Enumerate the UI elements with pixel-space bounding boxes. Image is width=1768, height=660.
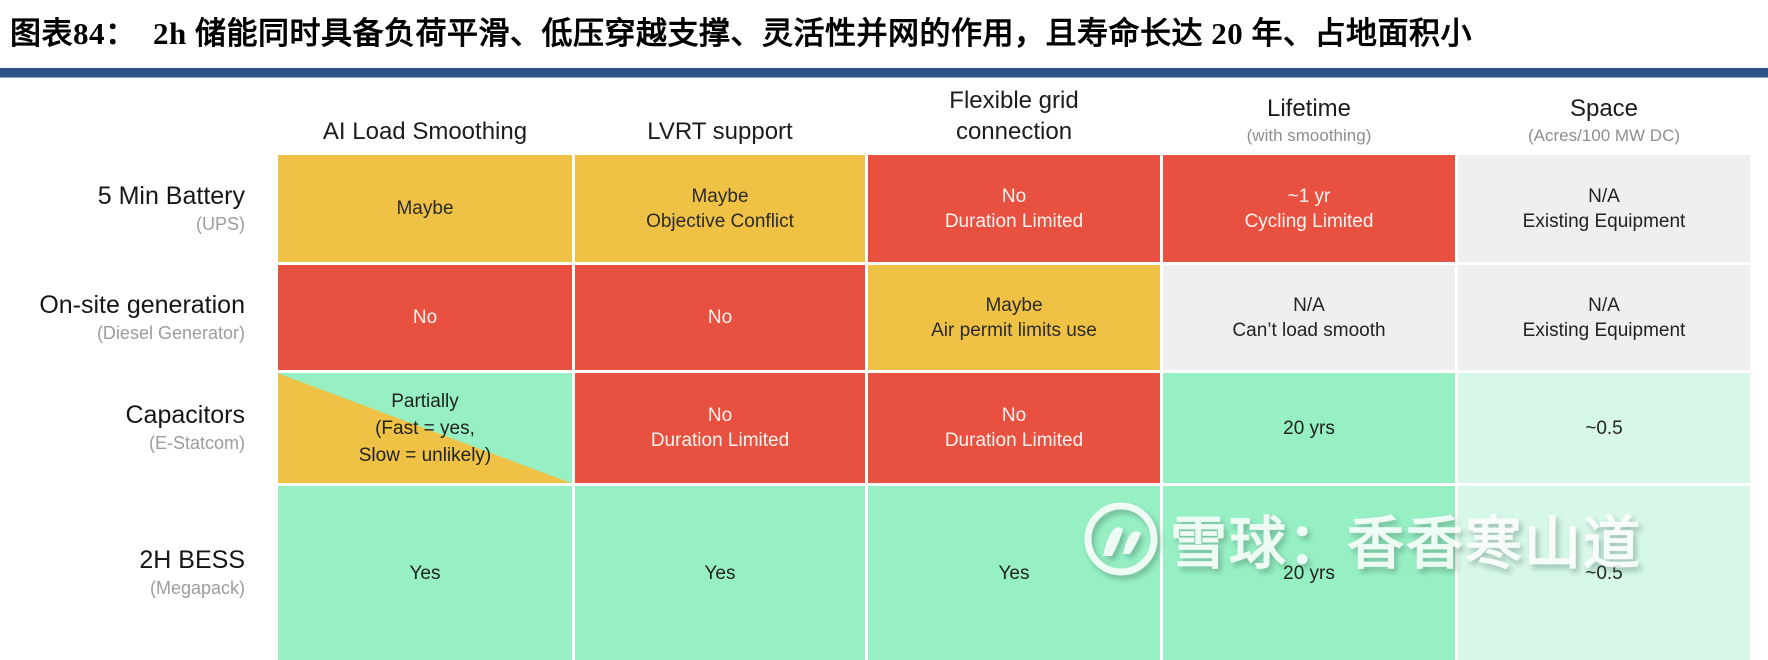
cell-text: 20 yrs: [1283, 417, 1335, 439]
column-header-label: connection: [955, 118, 1073, 145]
table-cell: N/A Can’t load smooth: [1163, 265, 1455, 370]
column-header: AI Load Smoothing: [278, 85, 572, 152]
cell-text: Duration Limited: [650, 430, 790, 451]
cell-text: N/A: [1588, 294, 1620, 316]
cell-text: Duration Limited: [944, 430, 1084, 451]
table-cell: 20 yrs: [1163, 486, 1455, 660]
cell-text: Existing Equipment: [1522, 319, 1686, 341]
cell-text: No: [412, 307, 438, 328]
cell-text: (Fast = yes,: [375, 417, 475, 439]
cell-text: Existing Equipment: [1522, 210, 1686, 232]
column-header: Lifetime (with smoothing): [1163, 85, 1455, 152]
column-header-label: Flexible grid: [949, 87, 1079, 114]
cell-text: N/A: [1293, 294, 1325, 316]
cell-text: Cycling Limited: [1244, 210, 1374, 232]
cell-text: No: [1001, 405, 1027, 426]
column-header: LVRT support: [575, 85, 865, 152]
cell-text: Yes: [409, 562, 441, 584]
row-header: On-site generation (Diesel Generator): [0, 265, 275, 370]
table-cell: Yes: [575, 486, 865, 660]
column-header: Flexible grid connection: [868, 85, 1160, 152]
table-cell: N/A Existing Equipment: [1458, 155, 1750, 262]
table-cell: 20 yrs: [1163, 373, 1455, 483]
table-cell: No: [575, 265, 865, 370]
cell-text: Maybe: [396, 198, 454, 219]
cell-text: Objective Conflict: [646, 210, 794, 232]
row-header-label: 2H BESS: [139, 546, 245, 574]
column-header-subtitle: (with smoothing): [1246, 126, 1372, 145]
column-header-label: Lifetime: [1266, 95, 1352, 122]
cell-text: Partially: [391, 390, 459, 412]
row-header-subtitle: (Megapack): [149, 578, 245, 598]
row-header: 5 Min Battery (UPS): [0, 155, 275, 262]
corner-cell: [0, 85, 275, 152]
column-header-label: AI Load Smoothing: [322, 118, 528, 145]
column-header-subtitle: (Acres/100 MW DC): [1527, 126, 1681, 145]
cell-text: No: [707, 405, 733, 426]
column-header: Space (Acres/100 MW DC): [1458, 85, 1750, 152]
table-cell: ~1 yr Cycling Limited: [1163, 155, 1455, 262]
table-cell: No: [278, 265, 572, 370]
cell-text: N/A: [1588, 185, 1620, 207]
row-header-label: Capacitors: [125, 401, 246, 429]
cell-text: Duration Limited: [944, 210, 1084, 232]
table-cell: ~0.5: [1458, 373, 1750, 483]
row-header-subtitle: (E-Statcom): [148, 433, 245, 453]
comparison-table: AI Load Smoothing LVRT support Flexible gr…: [0, 85, 1750, 660]
cell-text: 20 yrs: [1283, 562, 1335, 584]
row-header-label: 5 Min Battery: [97, 181, 245, 210]
cell-text: Maybe: [691, 185, 749, 207]
cell-text: ~0.5: [1585, 417, 1623, 439]
table-cell: Yes: [278, 486, 572, 660]
cell-text: Yes: [998, 562, 1030, 584]
cell-text: Maybe: [985, 294, 1043, 316]
row-header-subtitle: (UPS): [196, 213, 245, 234]
table-cell: ~0.5: [1458, 486, 1750, 660]
cell-text: No: [1001, 185, 1027, 207]
row-header-label: On-site generation: [39, 290, 245, 319]
column-header-label: LVRT support: [647, 118, 793, 145]
table-cell: Partially (Fast = yes, Slow = unlikely): [278, 373, 572, 483]
title-divider-rule: [0, 68, 1768, 78]
row-header: Capacitors (E-Statcom): [0, 373, 275, 483]
cell-text: ~0.5: [1585, 562, 1623, 584]
table-cell: N/A Existing Equipment: [1458, 265, 1750, 370]
table-cell: Yes: [868, 486, 1160, 660]
cell-text: Air permit limits use: [931, 319, 1097, 341]
row-header: 2H BESS (Megapack): [0, 486, 275, 660]
figure-title: 图表84： 2h 储能同时具备负荷平滑、低压穿越支撑、灵活性并网的作用，且寿命长…: [10, 16, 1472, 51]
cell-text: Can’t load smooth: [1232, 319, 1386, 341]
column-header-label: Space: [1569, 95, 1639, 122]
row-header-subtitle: (Diesel Generator): [96, 322, 245, 343]
cell-text: ~1 yr: [1287, 185, 1331, 207]
table-cell: Maybe: [278, 155, 572, 262]
cell-text: Slow = unlikely): [358, 444, 492, 466]
cell-text: Yes: [704, 562, 736, 584]
cell-text: No: [707, 307, 733, 328]
